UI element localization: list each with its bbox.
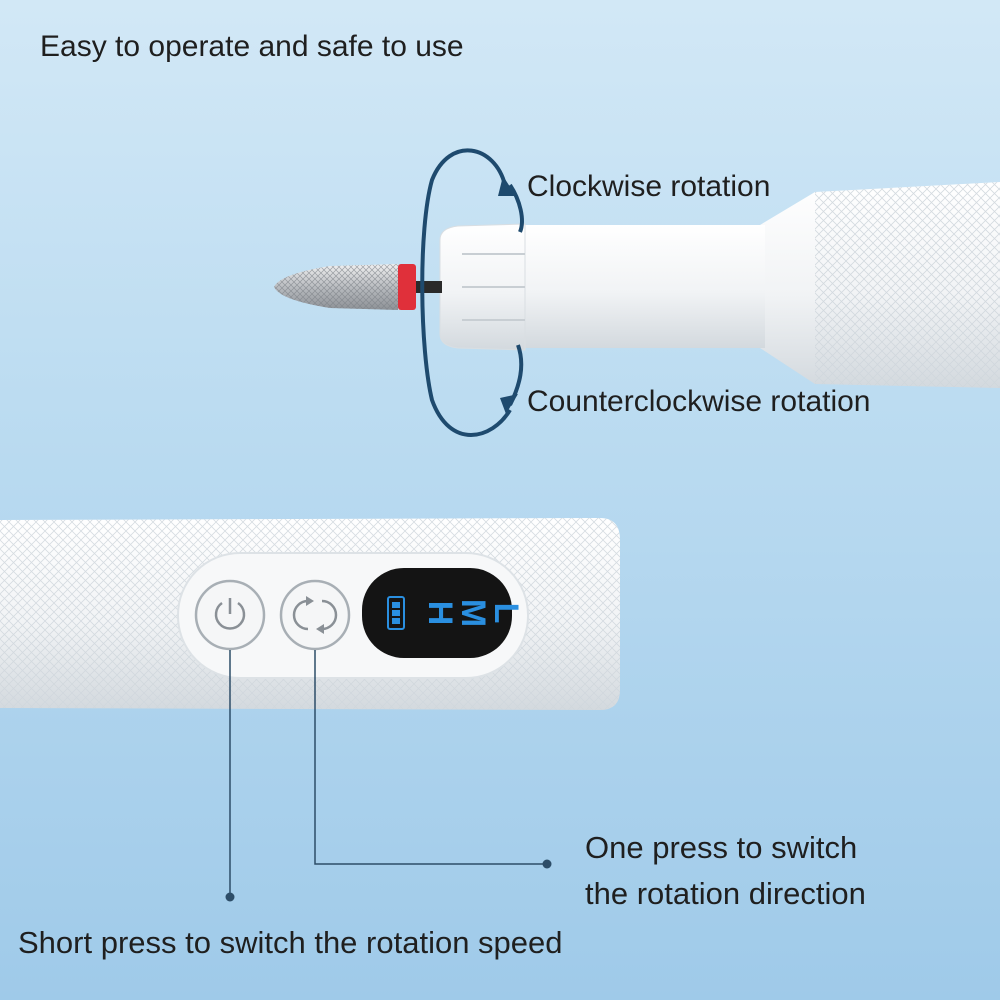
rotate-icon [292, 596, 338, 634]
speed-callout: Short press to switch the rotation speed [18, 925, 563, 960]
speed-display: H M L [362, 568, 525, 658]
counterclockwise-label: Counterclockwise rotation [527, 385, 871, 418]
clockwise-label: Clockwise rotation [527, 170, 771, 203]
speed-mode-m: M [454, 599, 492, 627]
handpiece-top [274, 182, 1000, 388]
speed-mode-l: L [487, 603, 525, 624]
power-button[interactable] [194, 579, 266, 651]
direction-callout-line1: One press to switch [585, 830, 858, 865]
speed-mode-h: H [421, 601, 459, 626]
direction-callout: One press to switch the rotation directi… [585, 825, 866, 917]
direction-button[interactable] [279, 579, 351, 651]
rotation-arrow-icon [420, 148, 524, 437]
direction-callout-line2: the rotation direction [585, 876, 866, 911]
headline: Easy to operate and safe to use [40, 30, 464, 63]
power-icon [214, 598, 246, 630]
battery-icon [387, 596, 405, 630]
callout-lines [225, 650, 552, 902]
